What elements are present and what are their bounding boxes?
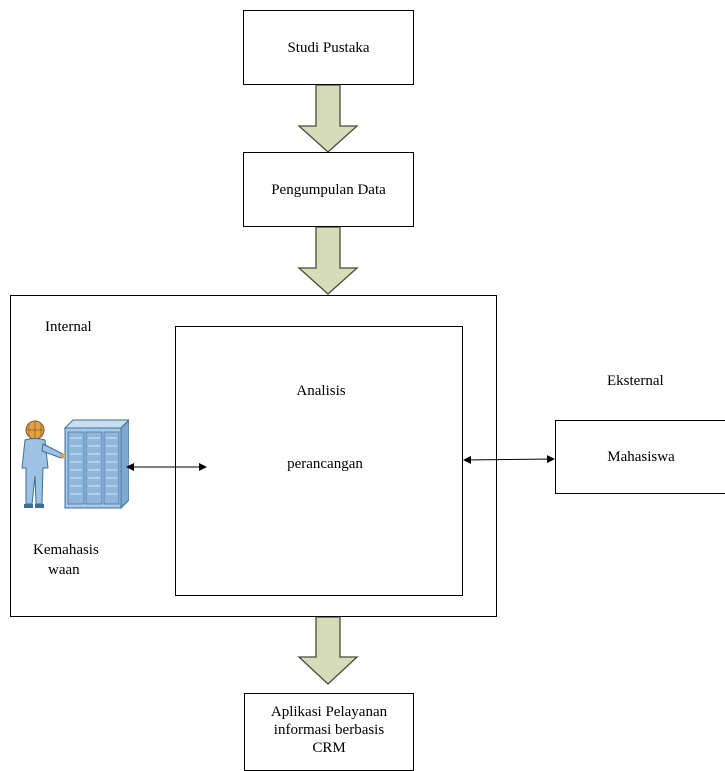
studi-pustaka-label: Studi Pustaka (287, 39, 370, 56)
pengumpulan-data-label: Pengumpulan Data (271, 181, 386, 198)
perancangan-label: perancangan (287, 456, 363, 472)
mahasiswa-box: Mahasiswa (555, 420, 725, 494)
studi-pustaka-box: Studi Pustaka (243, 10, 414, 85)
output-box: Aplikasi Pelayanan informasi berbasis CR… (244, 693, 414, 771)
analisis-label: Analisis (296, 383, 346, 399)
analisis-perancangan-box: Analisis perancangan (175, 326, 463, 596)
arrow-internal-to-output (297, 616, 359, 685)
eksternal-label: Eksternal (607, 373, 664, 389)
person-server-icon (21, 419, 129, 510)
mahasiswa-label: Mahasiswa (607, 449, 675, 465)
kemahasiswaan-label-line2: waan (48, 562, 80, 578)
arrow-studi-to-pengumpulan (297, 84, 359, 153)
output-label: Aplikasi Pelayanan informasi berbasis CR… (270, 704, 388, 756)
arrow-pengumpulan-to-internal (297, 226, 359, 295)
kemahasiswaan-label-line1: Kemahasis (33, 542, 99, 558)
internal-label: Internal (45, 319, 92, 335)
pengumpulan-data-box: Pengumpulan Data (243, 152, 414, 227)
